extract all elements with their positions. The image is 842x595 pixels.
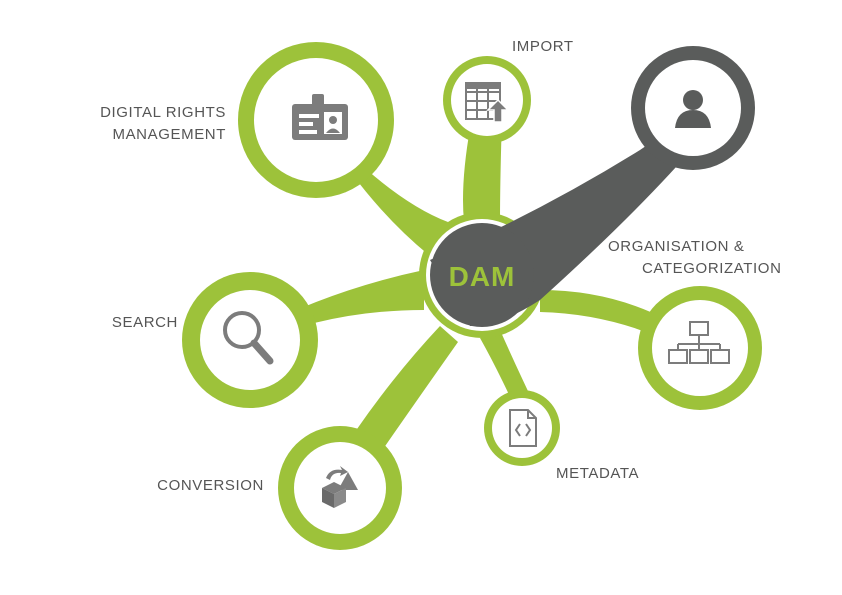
node-conversion[interactable] [278, 426, 402, 550]
label-line: CATEGORIZATION [642, 260, 782, 277]
label-line: METADATA [556, 465, 640, 482]
hierarchy-icon [668, 321, 730, 364]
label-line: CONVERSION [157, 477, 264, 494]
node-user[interactable] [631, 46, 755, 170]
label-line: IMPORT [512, 38, 574, 55]
arm-import [463, 118, 502, 222]
label-import: IMPORT [512, 36, 574, 58]
label-line: MANAGEMENT [112, 126, 226, 143]
magnifier-icon [223, 311, 274, 365]
user-icon [675, 90, 711, 128]
label-line: ORGANISATION & [608, 238, 745, 255]
label-conversion: CONVERSION [157, 475, 264, 497]
node-face [200, 290, 300, 390]
node-search[interactable] [182, 272, 318, 408]
shapes-convert-icon [322, 466, 358, 508]
label-line: SEARCH [111, 314, 178, 331]
node-organisation[interactable] [638, 286, 762, 410]
node-digital-rights[interactable] [238, 42, 394, 198]
label-digital-rights: DIGITAL RIGHTS MANAGEMENT [100, 102, 226, 146]
node-metadata[interactable] [484, 390, 560, 466]
code-file-icon [509, 409, 537, 447]
center-disc [430, 223, 534, 327]
import-grid-icon [465, 82, 510, 123]
center-label: DAM [449, 261, 516, 292]
label-metadata: METADATA [556, 463, 639, 485]
label-organisation: ORGANISATION & CATEGORIZATION [608, 236, 782, 280]
id-card-icon [292, 94, 348, 140]
node-import[interactable] [443, 56, 531, 144]
label-search: SEARCH [112, 312, 178, 334]
label-line: DIGITAL RIGHTS [100, 104, 226, 121]
